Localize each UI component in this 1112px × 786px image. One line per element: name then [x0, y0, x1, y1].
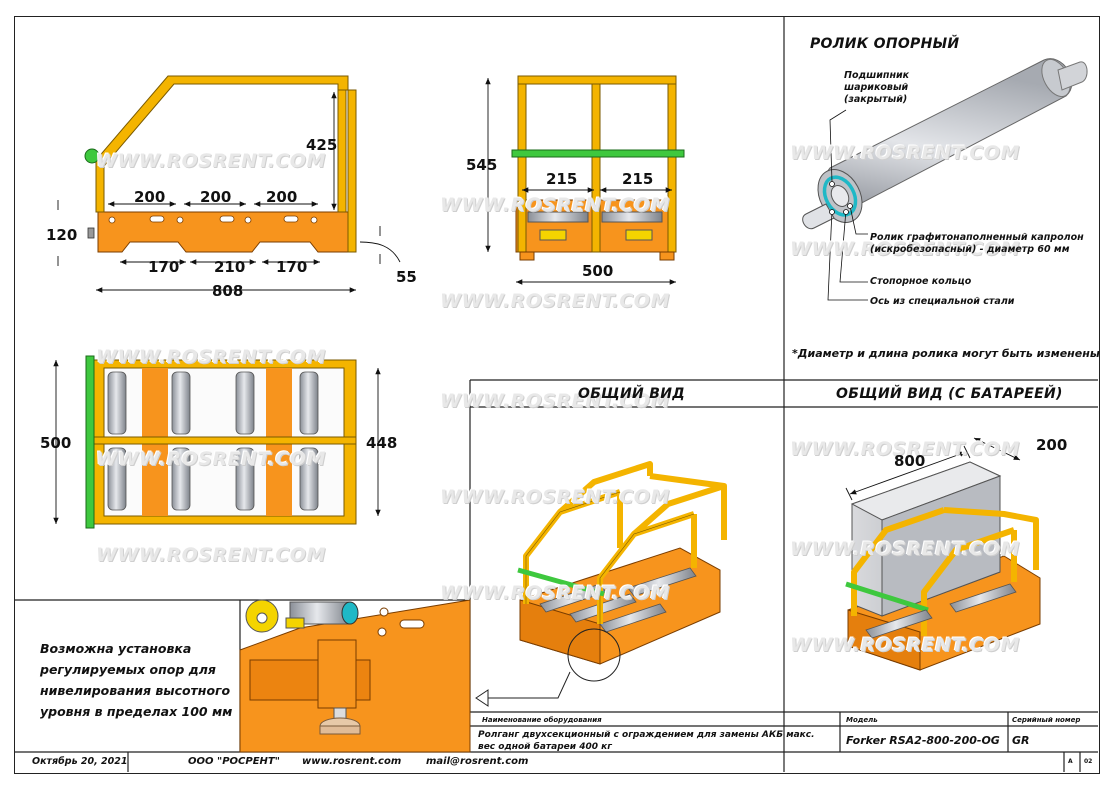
side-view	[57, 75, 401, 293]
dim-width-500: 500	[40, 434, 72, 452]
dim-width-500: 500	[582, 262, 614, 280]
dim-gap-170: 170	[276, 258, 308, 276]
dim-section-215: 215	[622, 170, 654, 188]
dim-section-215: 215	[546, 170, 578, 188]
footer-email-link[interactable]: mail@rosrent.com	[426, 756, 529, 767]
drawing-sheet-border	[14, 16, 1100, 774]
watermark: WWW.ROSRENT.COM	[790, 538, 1020, 560]
watermark: WWW.ROSRENT.COM	[96, 448, 326, 470]
equipment-label: Наименование оборудования	[482, 716, 602, 724]
sheet-number: 02	[1084, 758, 1093, 765]
dim-pitch-200: 200	[200, 188, 232, 206]
watermark: WWW.ROSRENT.COM	[440, 390, 670, 412]
watermark: WWW.ROSRENT.COM	[440, 582, 670, 604]
label-bearing: Подшипник шариковый (закрытый)	[844, 70, 910, 105]
foot-detail-illustration	[239, 599, 471, 753]
dim-base-height-120: 120	[46, 226, 78, 244]
label-axis: Ось из специальной стали	[870, 296, 1015, 307]
dim-clearance-55: 55	[396, 268, 417, 286]
panel-borders	[14, 16, 1098, 772]
watermark: WWW.ROSRENT.COM	[440, 194, 670, 216]
watermark: WWW.ROSRENT.COM	[440, 290, 670, 312]
serial-value: GR	[1012, 734, 1030, 747]
front-view	[485, 75, 685, 285]
footer-company: ООО "РОСРЕНТ"	[188, 756, 280, 767]
watermark: WWW.ROSRENT.COM	[790, 238, 1020, 260]
general-view-illustration	[475, 461, 727, 707]
roller-illustration	[802, 58, 1088, 301]
dim-height-425: 425	[306, 136, 338, 154]
serial-label: Серийный номер	[1012, 716, 1081, 724]
dim-gap-210: 210	[214, 258, 246, 276]
sheet-format: А	[1068, 758, 1073, 765]
equipment-value: Ролганг двухсекционный с ограждением для…	[478, 730, 815, 752]
dim-gap-170: 170	[148, 258, 180, 276]
dim-pitch-200: 200	[266, 188, 298, 206]
label-roller-material: Ролик графитонаполненный капролон (искро…	[870, 232, 1084, 255]
watermark: WWW.ROSRENT.COM	[790, 634, 1020, 656]
general-view-title: ОБЩИЙ ВИД	[578, 386, 685, 402]
battery-view-title: ОБЩИЙ ВИД (С БАТАРЕЕЙ)	[836, 386, 1063, 402]
watermark: WWW.ROSRENT.COM	[96, 346, 326, 368]
battery-view-illustration	[845, 437, 1041, 671]
watermark: WWW.ROSRENT.COM	[790, 438, 1020, 460]
watermark: WWW.ROSRENT.COM	[96, 544, 326, 566]
dim-battery-width-200: 200	[1036, 436, 1068, 454]
top-view	[53, 355, 381, 529]
footer-website-link[interactable]: www.rosrent.com	[302, 756, 402, 767]
model-value: Forker RSA2-800-200-OG	[846, 734, 1000, 747]
watermark: WWW.ROSRENT.COM	[790, 142, 1020, 164]
roller-footnote: *Диаметр и длина ролика могут быть измен…	[792, 347, 1100, 360]
watermark: WWW.ROSRENT.COM	[440, 486, 670, 508]
label-retaining-ring: Стопорное кольцо	[870, 276, 972, 287]
dim-battery-length-800: 800	[894, 452, 926, 470]
footer-date: Октябрь 20, 2021	[32, 756, 128, 767]
roller-title: РОЛИК ОПОРНЫЙ	[810, 36, 960, 52]
dim-inner-448: 448	[366, 434, 398, 452]
dim-pitch-200: 200	[134, 188, 166, 206]
model-label: Модель	[846, 716, 878, 724]
watermark: WWW.ROSRENT.COM	[96, 150, 326, 172]
foot-detail-note: Возможна установка регулируемых опор для…	[40, 641, 233, 719]
dim-length-808: 808	[212, 282, 244, 300]
dim-height-545: 545	[466, 156, 498, 174]
